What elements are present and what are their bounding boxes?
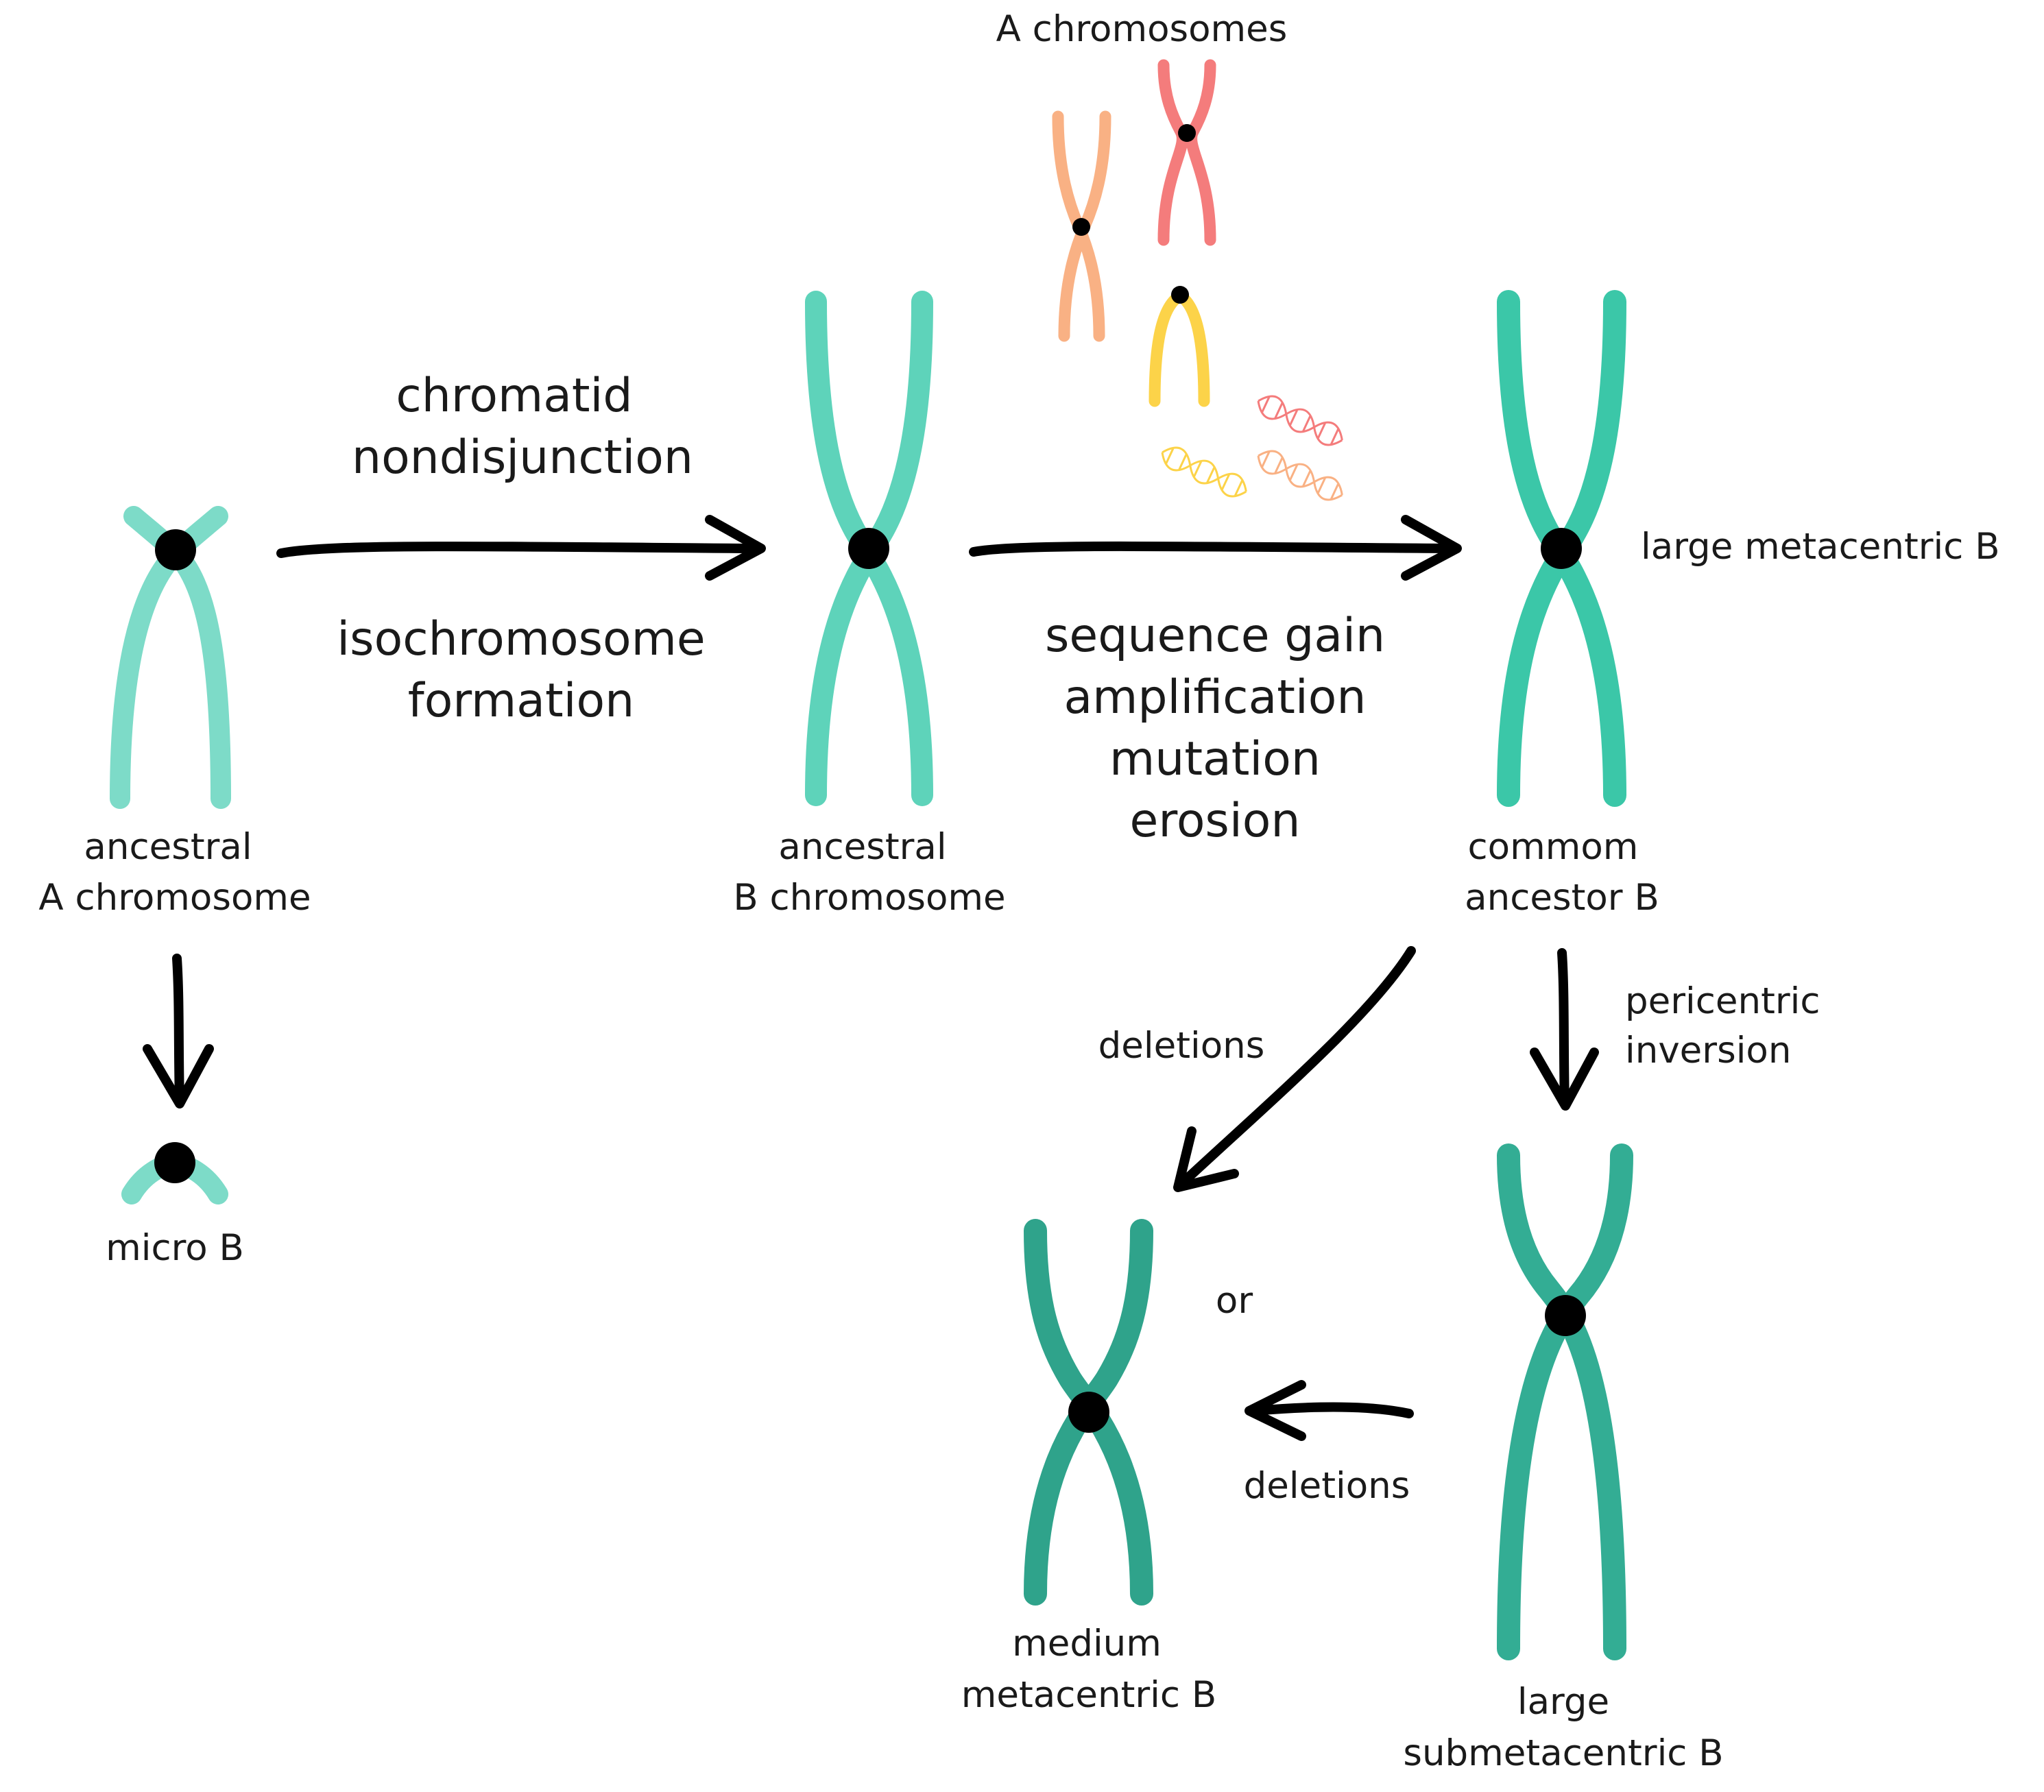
a-chromosome-yellow <box>1149 286 1210 407</box>
centromere-icon <box>1068 1392 1109 1433</box>
isochromosome-label: isochromosome <box>337 612 705 666</box>
centromere-icon <box>1072 218 1090 236</box>
inversion-label: inversion <box>1625 1030 1791 1071</box>
amplification-label: amplification <box>1063 670 1366 725</box>
large-submetacentric-label-line1: large <box>1517 1681 1609 1723</box>
common-ancestor-label-line2: ancestor B <box>1465 877 1659 919</box>
dna-orange-icon <box>1257 450 1343 501</box>
micro-b-chromosome <box>121 1142 228 1204</box>
ancestral-b-label-line2: B chromosome <box>733 877 1005 919</box>
centromere-icon <box>1541 528 1582 569</box>
or-label: or <box>1216 1280 1253 1322</box>
medium-metacentric-b-chromosome <box>1024 1219 1153 1606</box>
centromere-icon <box>1171 286 1189 304</box>
ancestral-a-label-line2: A chromosome <box>38 877 311 919</box>
arrow-sequence-gain <box>969 515 1462 581</box>
arrow-nondisjunction <box>276 515 766 581</box>
arrow-deletions-left <box>1245 1380 1414 1441</box>
centromere-icon <box>848 528 889 569</box>
sequence-gain-label: sequence gain <box>1045 609 1385 663</box>
large-submetacentric-b-chromosome <box>1497 1143 1633 1660</box>
common-ancestor-label-line1: commom <box>1468 826 1639 868</box>
micro-b-label: micro B <box>106 1227 244 1269</box>
a-chromosomes-label: A chromosomes <box>996 8 1288 50</box>
common-ancestor-b-chromosome <box>1497 290 1626 807</box>
centromere-icon <box>155 529 196 570</box>
medium-metacentric-label-line1: medium <box>1012 1623 1162 1664</box>
deletions-label-1: deletions <box>1098 1025 1265 1067</box>
arrow-to-micro-b <box>143 954 214 1109</box>
pericentric-label: pericentric <box>1625 980 1820 1022</box>
dna-red-icon <box>1257 395 1343 446</box>
erosion-label: erosion <box>1130 794 1301 848</box>
deletions-label-2: deletions <box>1244 1465 1410 1507</box>
ancestral-a-chromosome <box>110 506 231 809</box>
chromatid-label: chromatid <box>396 369 632 423</box>
ancestral-a-label-line1: ancestral <box>84 826 252 868</box>
arrow-deletions-diagonal <box>1173 946 1416 1192</box>
arrow-pericentric-inversion <box>1530 948 1599 1111</box>
ancestral-b-label-line1: ancestral <box>778 826 946 868</box>
centromere-icon <box>1178 124 1196 142</box>
ancestral-b-chromosome <box>805 291 933 806</box>
formation-label: formation <box>408 674 634 728</box>
dna-yellow-icon <box>1161 446 1247 498</box>
centromere-icon <box>1545 1295 1586 1336</box>
mutation-label: mutation <box>1109 732 1321 786</box>
large-submetacentric-label-line2: submetacentric B <box>1403 1732 1723 1774</box>
nondisjunction-label: nondisjunction <box>352 431 693 485</box>
a-chromosome-orange <box>1052 110 1111 342</box>
centromere-icon <box>154 1142 195 1183</box>
a-chromosome-red <box>1157 59 1216 246</box>
large-metacentric-label: large metacentric B <box>1641 526 2000 568</box>
medium-metacentric-label-line2: metacentric B <box>961 1674 1216 1716</box>
